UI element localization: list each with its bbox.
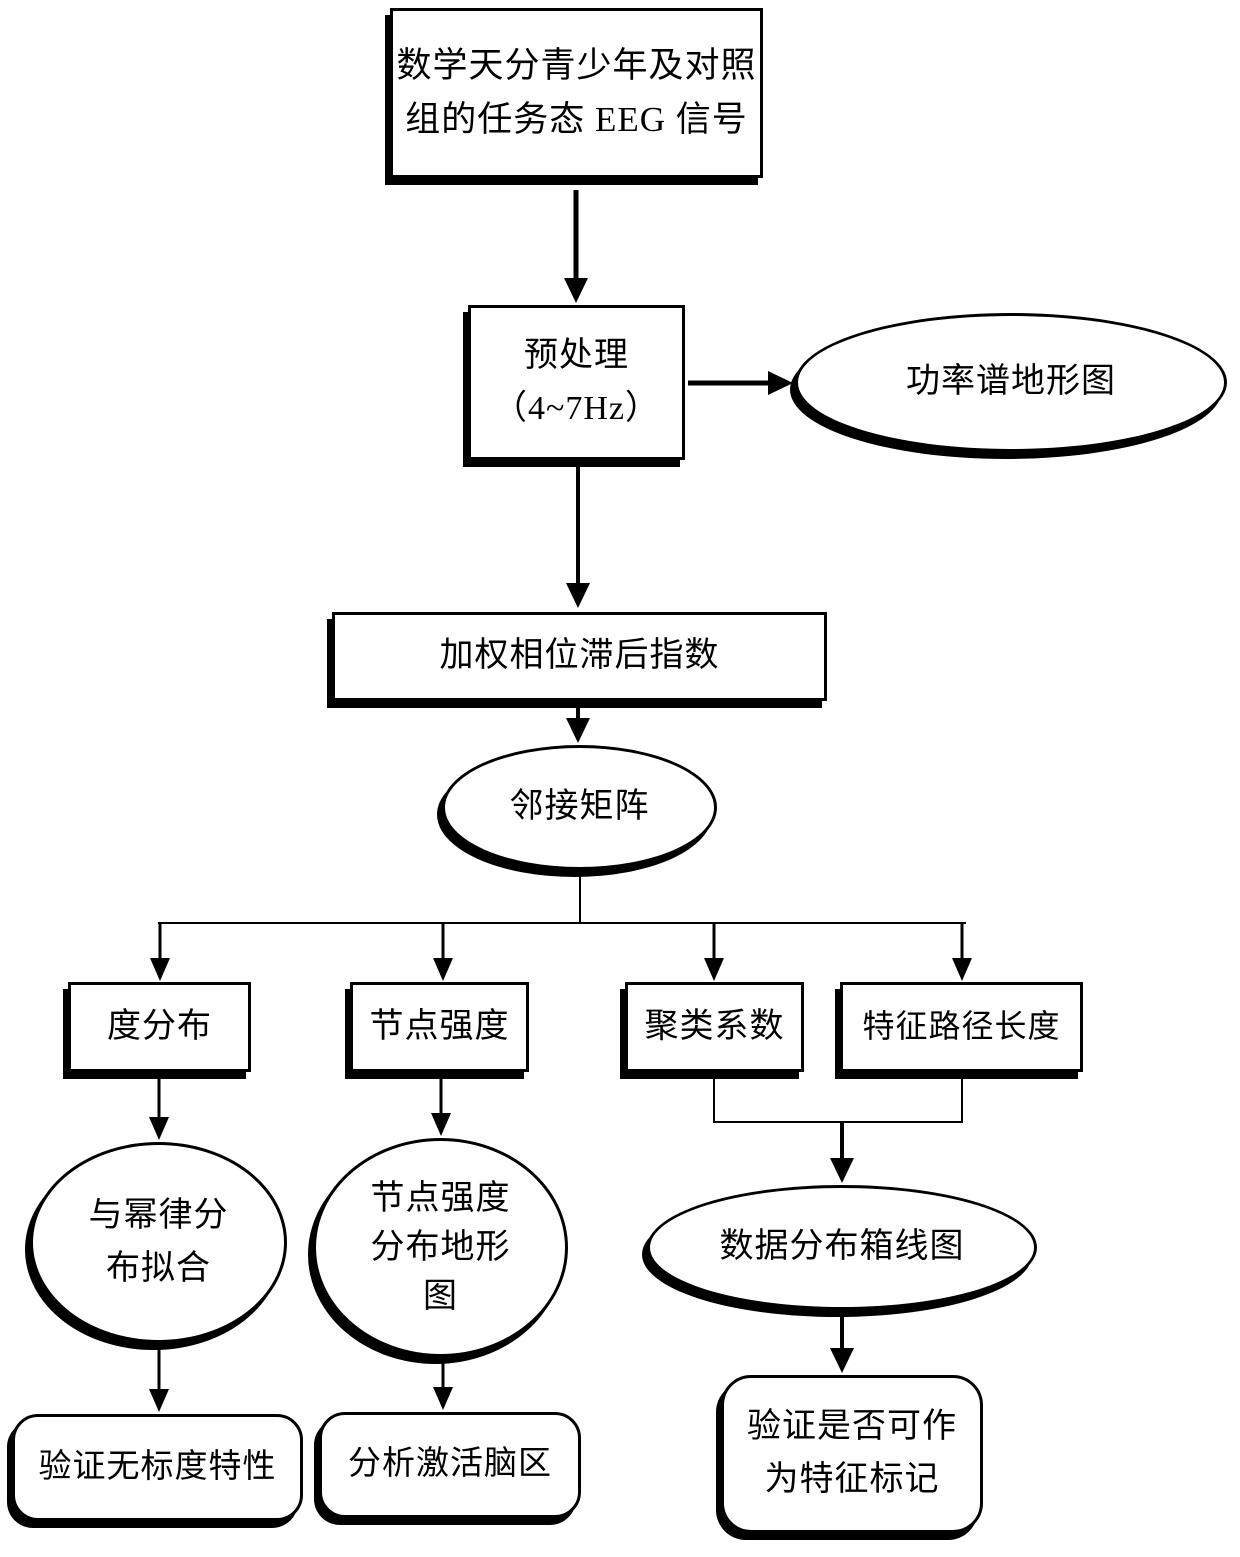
node-label-line: 为特征标记 xyxy=(764,1461,940,1498)
node-clustering-coefficient: 聚类系数 xyxy=(625,982,804,1072)
node-power-law-fit: 与幂律分 布拟合 xyxy=(30,1142,287,1343)
node-label: 节点强度 xyxy=(369,1007,510,1045)
node-label: 功率谱地形图 xyxy=(906,363,1116,401)
node-data-boxplot: 数据分布箱线图 xyxy=(647,1185,1037,1310)
node-node-strength: 节点强度 xyxy=(350,982,529,1072)
node-label: 验证无标度特性 xyxy=(38,1448,277,1485)
node-label: 度分布 xyxy=(107,1007,212,1045)
node-label: 聚类系数 xyxy=(644,1007,785,1045)
node-label-line: 节点强度 xyxy=(370,1179,511,1217)
node-verify-scale-free: 验证无标度特性 xyxy=(12,1414,303,1521)
node-label-line: （4~7Hz） xyxy=(492,389,661,427)
node-characteristic-path-length: 特征路径长度 xyxy=(840,982,1083,1072)
node-analyze-activated-brain-regions: 分析激活脑区 xyxy=(319,1412,581,1518)
node-label: 邻接矩阵 xyxy=(509,788,650,826)
node-label: 分析激活脑区 xyxy=(348,1446,552,1483)
node-label-line: 验证是否可作 xyxy=(747,1408,957,1446)
node-power-spectrum-topomap: 功率谱地形图 xyxy=(795,313,1227,452)
node-label-line: 分布地形 xyxy=(370,1228,511,1266)
node-verify-feature-marker: 验证是否可作 为特征标记 xyxy=(721,1375,983,1533)
node-adjacency-matrix: 邻接矩阵 xyxy=(442,745,717,870)
node-label-line: 组的任务态 EEG 信号 xyxy=(405,100,748,139)
node-label-line: 与幂律分 xyxy=(88,1196,229,1234)
node-weighted-phase-lag-index: 加权相位滞后指数 xyxy=(332,612,827,701)
node-label-line: 布拟合 xyxy=(106,1249,211,1287)
node-label-line: 图 xyxy=(423,1278,458,1316)
node-preprocess: 预处理 （4~7Hz） xyxy=(468,305,685,460)
node-node-strength-topomap: 节点强度 分布地形 图 xyxy=(313,1138,568,1357)
node-label-line: 预处理 xyxy=(524,336,629,374)
node-label-line: 数学天分青少年及对照 xyxy=(396,45,757,85)
node-label: 特征路径长度 xyxy=(862,1008,1061,1045)
node-eeg-signal: 数学天分青少年及对照 组的任务态 EEG 信号 xyxy=(390,8,763,178)
node-degree-distribution: 度分布 xyxy=(68,982,251,1072)
node-label: 加权相位滞后指数 xyxy=(439,637,720,675)
node-label: 数据分布箱线图 xyxy=(719,1228,965,1266)
